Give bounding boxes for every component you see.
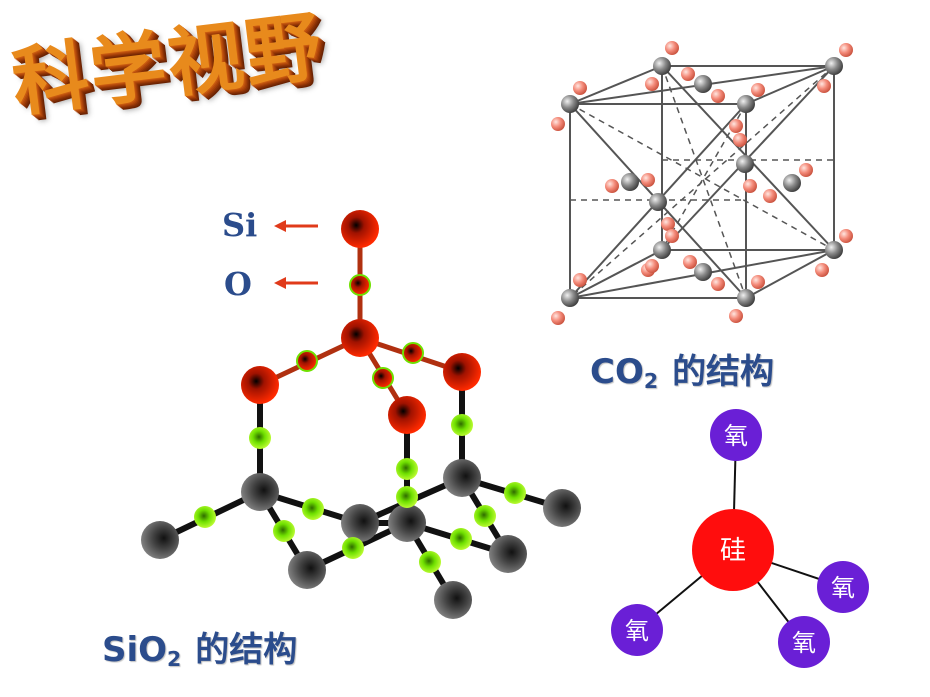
co2-formula-main: CO — [590, 352, 644, 392]
co2-formula: CO2 — [590, 352, 659, 394]
si-pointer-arrow — [274, 220, 318, 232]
co2-caption-text: 的结构 — [672, 352, 775, 392]
svg-text:氧: 氧 — [831, 574, 855, 602]
o-label: O — [224, 265, 252, 303]
sio2-formula-main: SiO — [102, 630, 168, 670]
svg-text:氧: 氧 — [724, 422, 748, 450]
svg-text:氧: 氧 — [625, 617, 649, 645]
sio2-network-structure — [141, 210, 581, 619]
svg-text:氧: 氧 — [792, 629, 816, 657]
o-pointer-arrow — [274, 277, 318, 289]
sio2-caption: SiO2 的结构 — [102, 622, 297, 671]
si-o-tetrahedron: 硅 氧 氧 氧 氧 — [611, 409, 869, 668]
oxygen-atom-left: 氧 — [611, 604, 663, 656]
oxygen-atom-top: 氧 — [710, 409, 762, 461]
oxygen-atom-bottom: 氧 — [778, 616, 830, 668]
sio2-formula-subscript: 2 — [167, 647, 182, 672]
si-label: Si — [222, 206, 258, 244]
co2-crystal-structure — [551, 41, 853, 325]
oxygen-atom-right: 氧 — [817, 561, 869, 613]
silicon-atom-label: 硅 — [720, 536, 746, 566]
co2-caption: CO2 的结构 — [590, 344, 774, 393]
sio2-caption-text: 的结构 — [195, 630, 298, 670]
co2-formula-subscript: 2 — [643, 369, 659, 394]
silicon-atom — [692, 509, 774, 591]
sio2-formula: SiO2 — [102, 630, 182, 672]
